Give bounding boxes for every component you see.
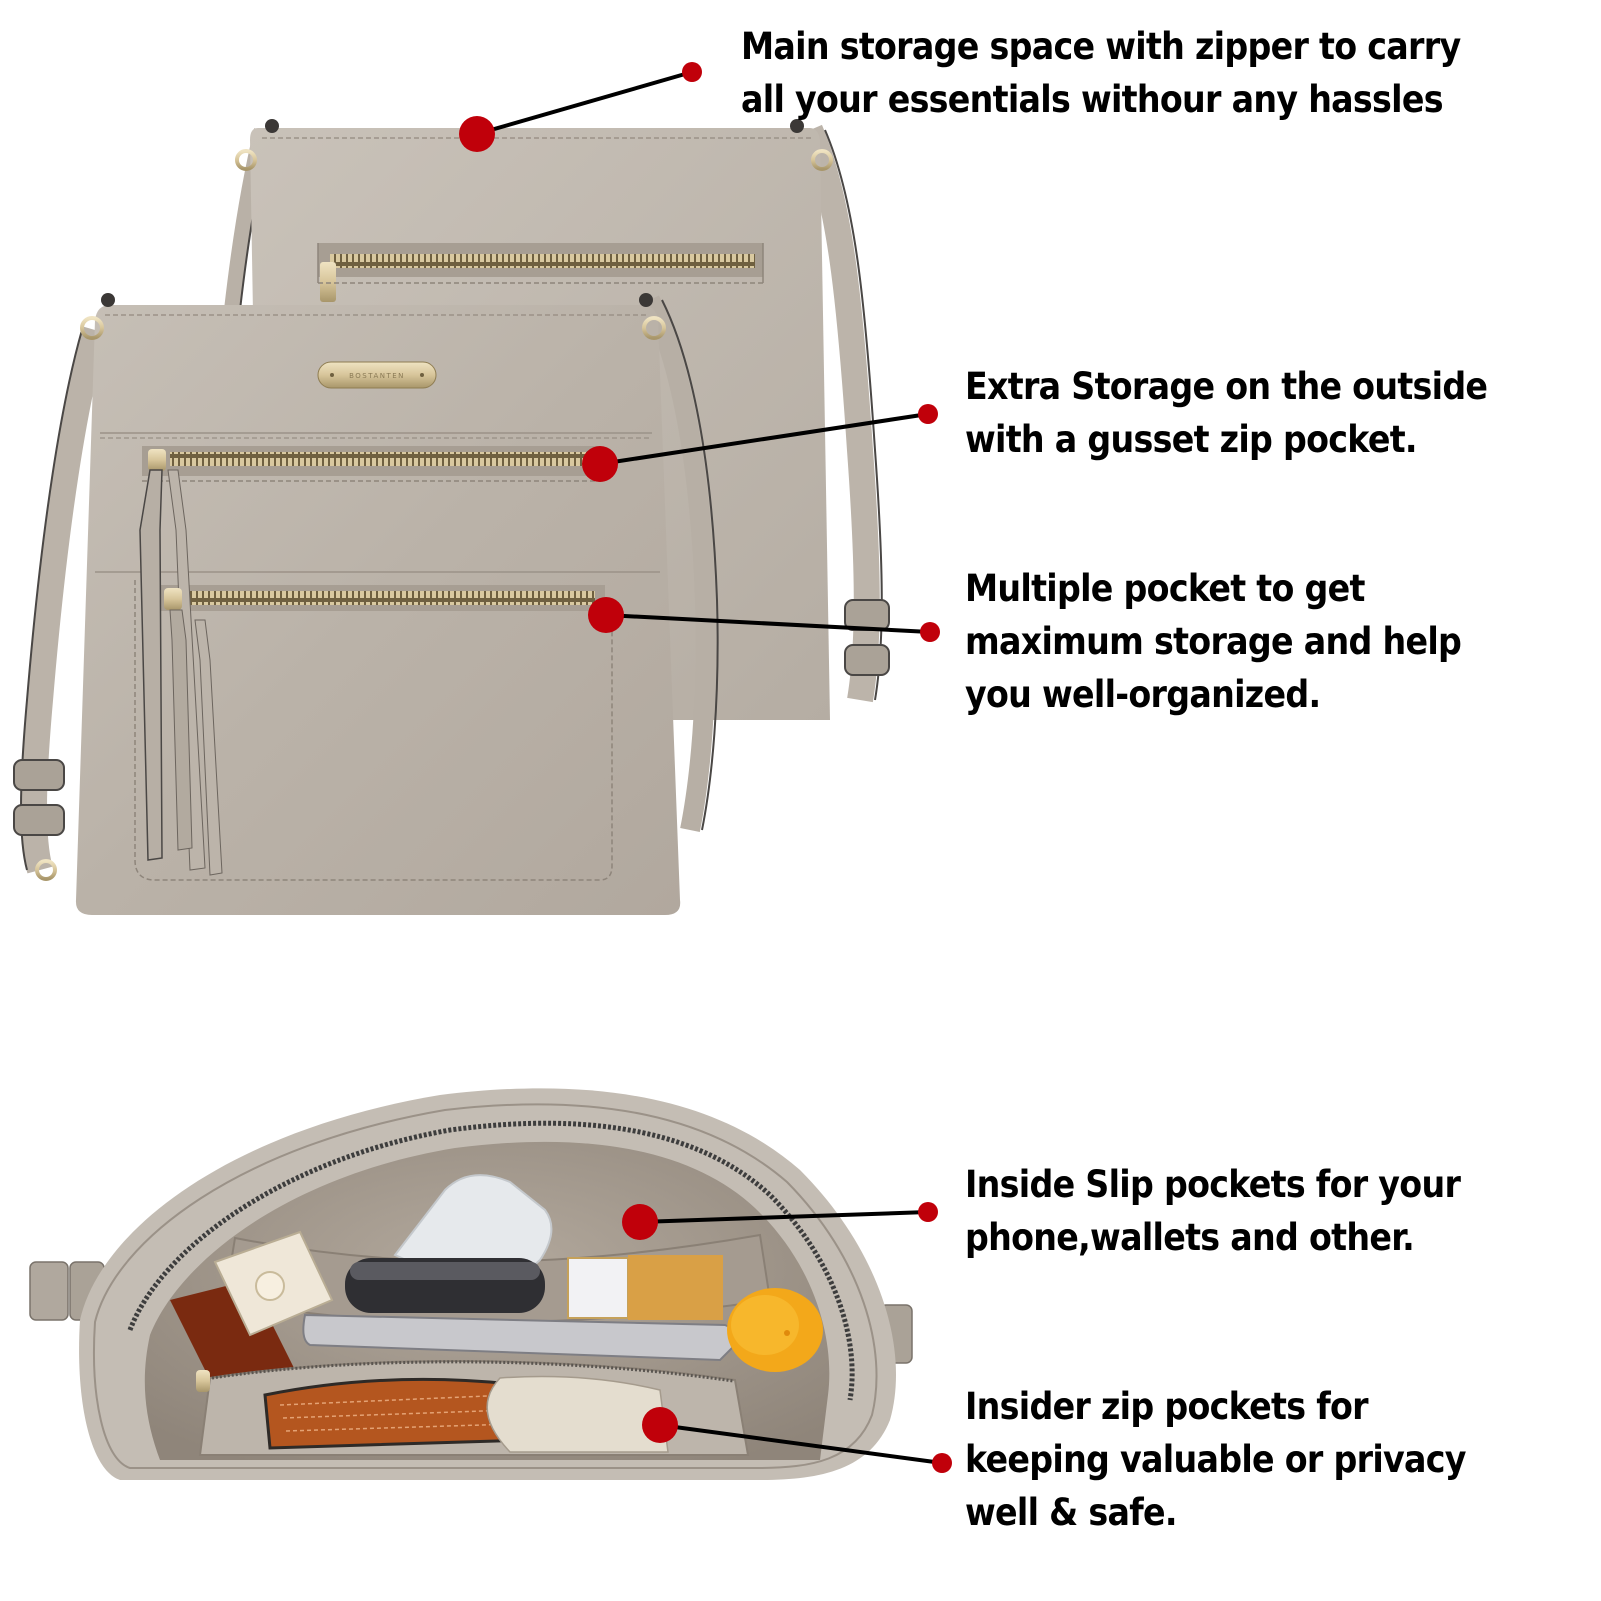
callout-multiple-pocket: Multiple pocket to get maximum storage a… [965,567,1462,716]
callout-marker-extra-storage [582,404,938,482]
callout-inside-zip: Insider zip pockets for keeping valuable… [965,1385,1466,1534]
callout-inside-slip: Inside Slip pockets for your phone,walle… [965,1163,1461,1259]
callout-extra-storage: Extra Storage on the outside with a guss… [965,365,1488,461]
front-bag: BOSTANTEN [13,293,719,915]
callout-marker-inside-slip [622,1202,938,1240]
callout-main-storage: Main storage space with zipper to carry … [741,25,1461,121]
callout-marker-multiple-pocket [588,597,940,642]
open-bag [29,1088,913,1480]
callout-marker-inside-zip [642,1407,952,1473]
brand-logo-plate: BOSTANTEN [317,361,437,389]
callout-marker-main-storage [459,62,702,152]
brand-logo-text: BOSTANTEN [349,372,405,380]
